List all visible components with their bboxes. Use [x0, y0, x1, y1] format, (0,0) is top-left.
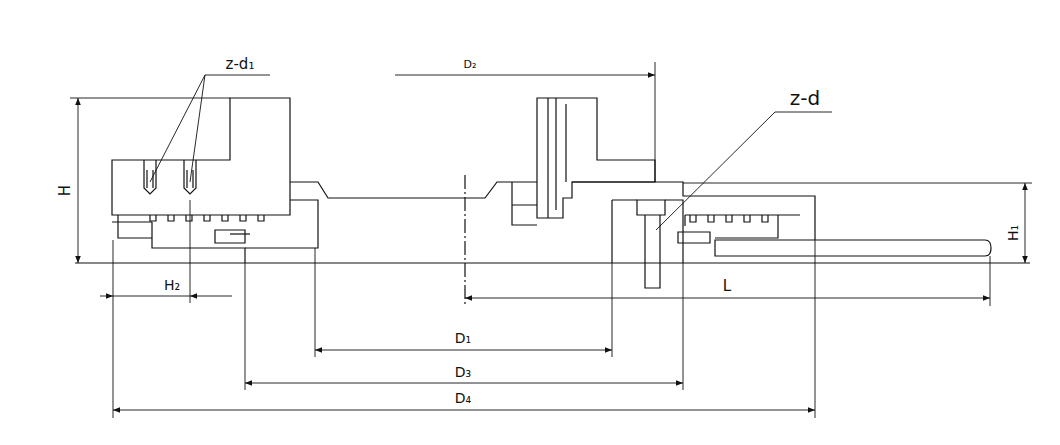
dimension-label: D₂	[464, 59, 477, 70]
dimension-label: H	[59, 184, 74, 195]
dimension-label: H₂	[164, 278, 180, 292]
dimension-label: D₁	[455, 331, 471, 345]
hole-callout: z-d₁	[226, 57, 255, 72]
bolt-callout: z-d	[790, 88, 820, 108]
dimension-label: D₄	[455, 391, 471, 405]
dimension-label: L	[723, 279, 731, 294]
dimension-label: D₃	[455, 365, 471, 379]
dimension-label: H₁	[1006, 225, 1020, 241]
